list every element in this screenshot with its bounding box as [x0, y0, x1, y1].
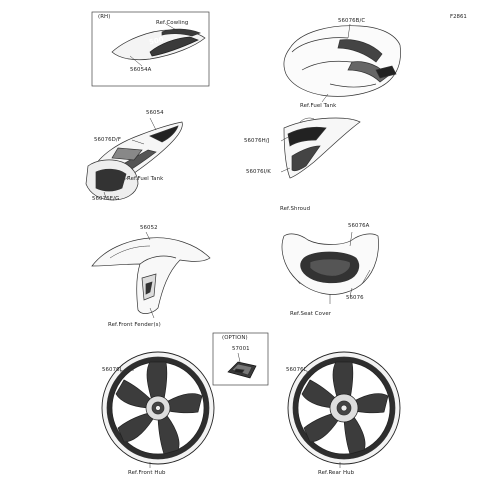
front-fender-decal [91, 237, 211, 314]
part-56054a-label[interactable]: 56054A [130, 67, 152, 73]
part-57001-label[interactable]: 57001 [232, 346, 250, 352]
side-cowl-decal [85, 121, 183, 201]
part-56076d-f-label[interactable]: 56076D/F [94, 137, 122, 143]
part-56076i-k-label[interactable]: 56076I/K [246, 169, 271, 175]
option-frame [212, 332, 269, 386]
fuel-tank-decal [283, 25, 401, 97]
seat-cover-decal [281, 233, 379, 295]
ref-fuel-tank-label-top[interactable]: Ref.Fuel Tank [300, 103, 337, 109]
ref-seat-cover-label[interactable]: Ref.Seat Cover [290, 311, 332, 317]
label-option: (OPTION) [222, 335, 248, 341]
part-56076e-g-label[interactable]: 56076E/G [92, 196, 120, 202]
ref-front-hub-label[interactable]: Ref.Front Hub [128, 470, 166, 476]
front-wheel-decal [101, 351, 215, 465]
figure-number: F2861 [450, 14, 467, 20]
part-56054-label[interactable]: 56054 [146, 110, 164, 116]
shroud-decal [283, 117, 361, 179]
part-56076l-right-label[interactable]: 56076L [286, 367, 307, 373]
ref-cowling-label[interactable]: Ref.Cowling [156, 20, 189, 26]
rear-wheel-decal [287, 351, 401, 465]
option-tank-pad [227, 361, 257, 379]
cowling-decal [111, 28, 206, 67]
ref-fuel-tank-label-mid[interactable]: Ref.Fuel Tank [127, 176, 164, 182]
part-56076h-j-label[interactable]: 56076H/J [244, 138, 270, 144]
ref-front-fender-label[interactable]: Ref.Front Fender(s) [108, 322, 161, 328]
ref-rear-hub-label[interactable]: Ref.Rear Hub [318, 470, 355, 476]
part-56076b-c-label[interactable]: 56076B/C [338, 18, 366, 24]
part-56076a-label[interactable]: 56076A [348, 223, 370, 229]
ref-shroud-label[interactable]: Ref.Shroud [280, 206, 311, 212]
label-rh: (RH) [98, 14, 111, 20]
rh-option-frame [91, 11, 210, 87]
part-56076l-left-label[interactable]: 56076L [102, 367, 123, 373]
part-56076-label[interactable]: 56076 [346, 295, 364, 301]
part-56052-label[interactable]: 56052 [140, 225, 158, 231]
